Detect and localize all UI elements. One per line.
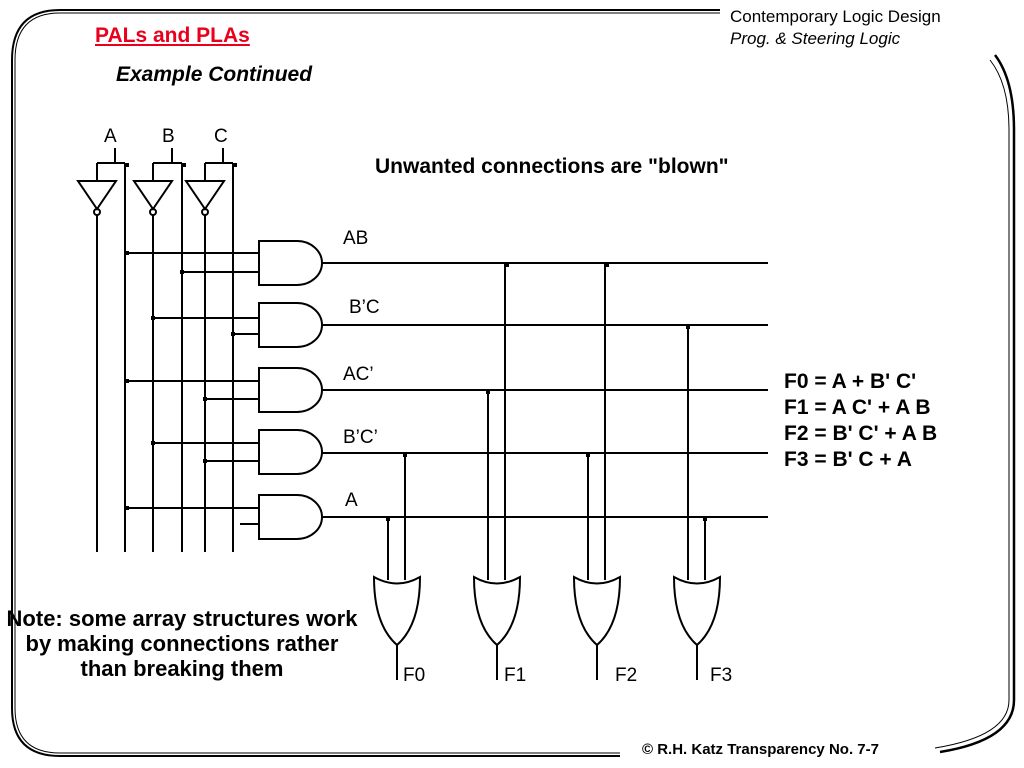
note-text: Note: some array structures work by maki… [6,606,358,681]
slide-subtitle: Example Continued [116,63,313,86]
and-gate-bpc-icon [258,302,323,348]
frame-border-inner [14,12,720,754]
annotation-unwanted: Unwanted connections are "blown" [375,155,729,178]
term-label-acp: AC’ [343,364,374,385]
output-label-f1: F1 [504,665,527,686]
output-label-f3: F3 [710,665,733,686]
equation-f3: F3 = B' C + A [784,448,912,471]
and-gate-acp-icon [258,367,323,413]
or-gate-f2-icon [572,575,622,647]
frame-corner-right-inner [934,59,1010,749]
output-label-f0: F0 [403,665,426,686]
term-label-bpcp: B’C’ [343,427,378,448]
and-gate-a-icon [258,494,323,540]
input-label-b: B [162,126,175,147]
and-gate-ab-icon [258,240,323,286]
or-gate-f1-icon [472,575,522,647]
frame-corner-right [939,54,1016,754]
frame-border [11,9,720,757]
term-label-ab: AB [343,228,369,249]
term-label-bpc: B’C [349,297,380,318]
input-label-c: C [214,126,228,147]
course-name: Contemporary Logic Design [730,7,941,26]
or-gate-f0-icon [372,575,422,647]
equation-f1: F1 = A C' + A B [784,396,931,419]
equation-f2: F2 = B' C' + A B [784,422,938,445]
input-label-a: A [104,126,117,147]
term-label-a: A [345,490,358,511]
or-gate-f3-icon [672,575,722,647]
footer-text: © R.H. Katz Transparency No. 7-7 [642,741,879,758]
inverter-b-icon [132,180,174,211]
equation-f0: F0 = A + B' C' [784,370,917,393]
inverter-a-icon [76,180,118,211]
and-gate-bpcp-icon [258,429,323,475]
topic-name: Prog. & Steering Logic [730,29,901,48]
inverter-c-icon [184,180,226,211]
output-label-f2: F2 [615,665,638,686]
connection-dots [125,163,707,521]
slide-title: PALs and PLAs [95,24,250,47]
